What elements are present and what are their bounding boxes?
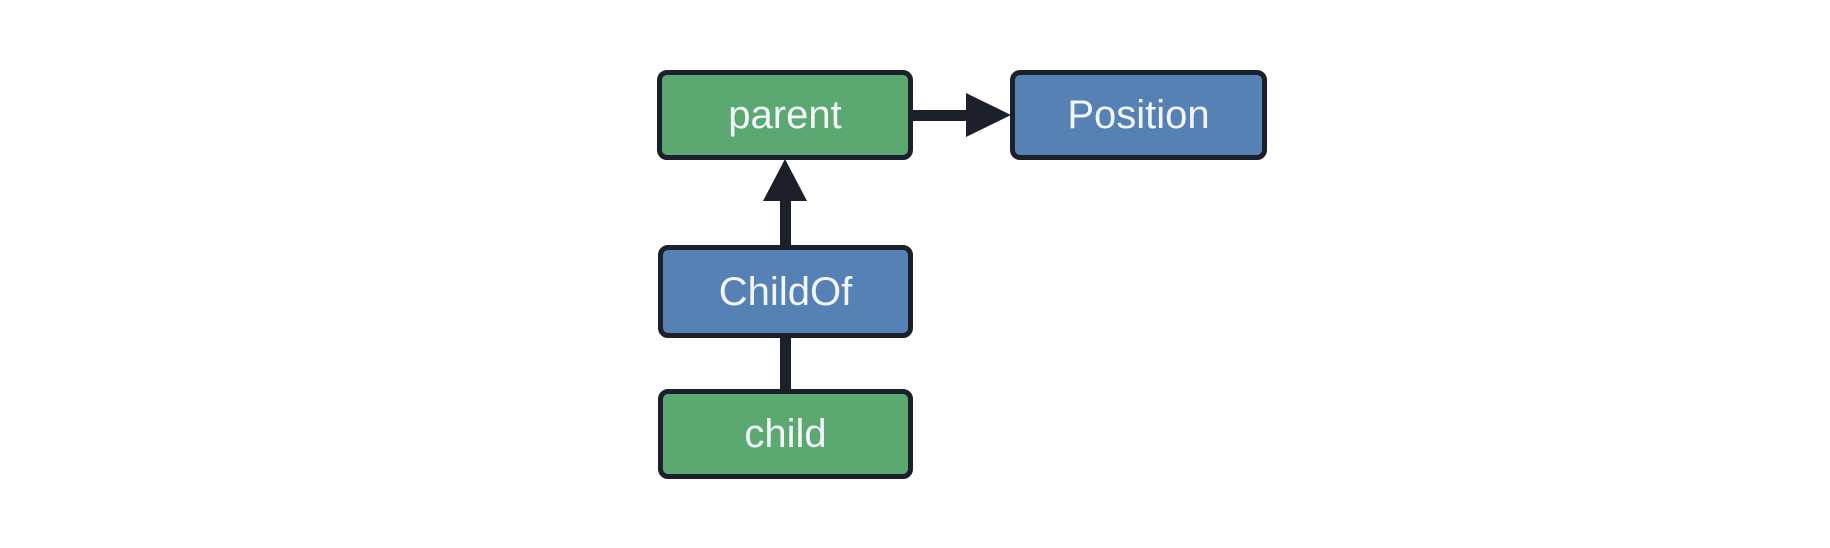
node-childof-label: ChildOf [718, 269, 853, 314]
node-child-label: child [744, 412, 827, 456]
node-position: Position [1010, 70, 1267, 160]
edge-childof-to-parent-shaft [780, 196, 791, 248]
edge-parent-to-position-shaft [911, 110, 969, 121]
edge-childof-to-parent-arrowhead-icon [763, 159, 807, 201]
node-childof: ChildOf [658, 245, 913, 338]
node-parent-label: parent [728, 93, 842, 137]
edge-parent-to-position-arrowhead-icon [966, 93, 1011, 137]
node-position-label: Position [1067, 93, 1210, 137]
node-parent: parent [657, 70, 913, 160]
node-child: child [658, 389, 913, 479]
edge-child-to-childof-line [780, 336, 791, 392]
